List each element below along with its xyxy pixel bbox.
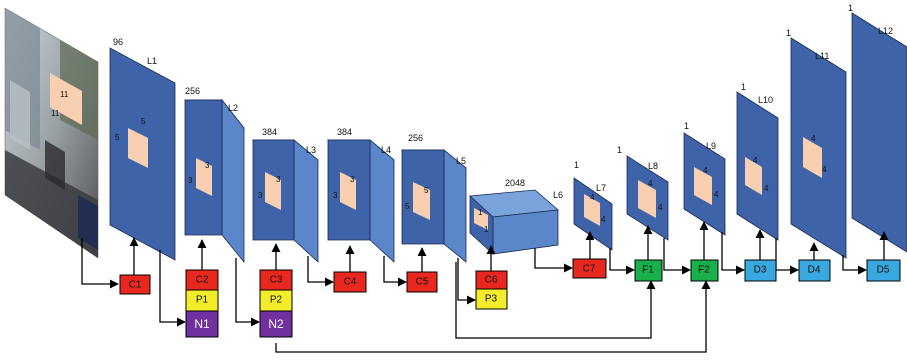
layer-l6-kernel-side: 1 — [484, 225, 489, 234]
svg-text:F1: F1 — [642, 265, 654, 276]
layer-l8: 1 L8 4 4 — [617, 145, 669, 241]
svg-text:N2: N2 — [268, 317, 284, 331]
layer-l1: 96 L1 5 5 — [109, 37, 176, 261]
layer-l9-depth: 1 — [684, 121, 689, 131]
svg-text:D4: D4 — [808, 265, 821, 276]
layer-l2-kernel-top: 3 — [205, 161, 210, 170]
layer-l11-name: L11 — [815, 51, 829, 61]
svg-text:C1: C1 — [129, 280, 142, 291]
op-n1: N1 — [185, 310, 219, 338]
svg-text:D5: D5 — [877, 265, 890, 276]
layer-l8-name: L8 — [648, 161, 658, 171]
layer-l11: 1 L11 4 4 — [786, 28, 847, 259]
op-p3: P3 — [475, 288, 508, 310]
layer-l6: 2048 L6 1 1 — [469, 178, 563, 255]
layer-l9: 1 L9 4 4 — [683, 121, 726, 236]
op-f1: F1 — [634, 259, 663, 282]
svg-text:C5: C5 — [416, 277, 429, 288]
svg-text:C3: C3 — [270, 275, 283, 286]
layer-l1-depth: 96 — [113, 37, 123, 47]
layer-l8-kernel-top: 4 — [648, 179, 653, 188]
layer-l6-name: L6 — [553, 190, 563, 200]
svg-text:C4: C4 — [344, 277, 357, 288]
layer-l10-name: L10 — [758, 95, 773, 105]
layer-l1-name: L1 — [147, 56, 157, 66]
layer-l2: 256 L2 3 3 — [184, 86, 245, 264]
op-c5: C5 — [406, 271, 438, 293]
layer-l3-name: L3 — [306, 145, 316, 155]
layer-l7-kernel-top: 4 — [590, 193, 595, 202]
op-c4: C4 — [333, 271, 367, 293]
svg-text:C6: C6 — [485, 275, 498, 286]
op-d4: D4 — [798, 259, 831, 282]
op-p2: P2 — [259, 289, 293, 312]
layer-l12-name: L12 — [878, 26, 893, 36]
layer-l10-kernel-side: 4 — [764, 184, 769, 193]
layer-l1-kernel-side: 5 — [115, 133, 120, 142]
layer-l2-kernel-side: 3 — [188, 176, 193, 185]
svg-text:C7: C7 — [583, 264, 596, 275]
op-p1: P1 — [185, 289, 219, 312]
layer-l10-depth: 1 — [741, 82, 746, 92]
layer-l9-kernel-side: 4 — [714, 190, 719, 199]
svg-text:C2: C2 — [196, 275, 209, 286]
svg-text:N1: N1 — [194, 317, 210, 331]
layer-l1-kernel-top: 5 — [141, 117, 146, 126]
layer-l12-depth: 1 — [848, 3, 853, 13]
layer-l7-name: L7 — [596, 183, 606, 193]
layer-l11-kernel-side: 4 — [822, 165, 827, 174]
layer-l7-kernel-side: 4 — [601, 215, 606, 224]
input-image: 11 11 — [4, 7, 99, 259]
layer-l7-depth: 1 — [574, 160, 579, 170]
svg-text:P1: P1 — [196, 295, 209, 306]
layer-l3-kernel-side: 3 — [258, 191, 263, 200]
layer-l12: 1 L12 — [848, 3, 907, 253]
layer-l11-depth: 1 — [786, 28, 791, 38]
layer-l9-name: L9 — [706, 141, 716, 151]
op-f2: F2 — [690, 259, 719, 282]
op-c6: C6 — [475, 270, 508, 290]
layer-l8-kernel-side: 4 — [658, 203, 663, 212]
layer-l10-kernel-top: 4 — [753, 156, 758, 165]
op-n2: N2 — [259, 310, 293, 338]
photo-kernel — [50, 73, 82, 125]
photo-kernel-label-top: 11 — [60, 90, 69, 99]
layer-l5: 256 L5 5 5 — [400, 133, 468, 263]
layer-l11-kernel-top: 4 — [811, 134, 816, 143]
layer-l7: 1 L7 4 4 — [573, 160, 613, 251]
layer-l3-depth: 384 — [262, 127, 277, 137]
layer-l10: 1 L10 4 4 — [736, 82, 779, 241]
op-c7: C7 — [572, 258, 607, 279]
op-c3: C3 — [259, 269, 293, 291]
svg-text:D3: D3 — [754, 265, 767, 276]
layer-l5-name: L5 — [456, 156, 466, 166]
svg-text:P3: P3 — [485, 294, 498, 305]
op-d5: D5 — [866, 259, 901, 282]
svg-text:P2: P2 — [270, 295, 283, 306]
layer-l3: 384 L3 3 3 — [251, 127, 320, 263]
layer-l6-kernel-top: 1 — [478, 208, 483, 217]
layer-l2-name: L2 — [228, 103, 238, 113]
layer-l5-depth: 256 — [408, 133, 423, 143]
layer-l9-kernel-top: 4 — [703, 166, 708, 175]
svg-text:F2: F2 — [698, 265, 710, 276]
layer-l2-depth: 256 — [185, 86, 200, 96]
connections — [81, 221, 889, 353]
layer-l5-kernel-side: 5 — [405, 202, 410, 211]
layer-l5-kernel-top: 5 — [424, 186, 429, 195]
photo-kernel-label-side: 11 — [51, 109, 60, 118]
layer-l4-kernel-side: 3 — [333, 191, 338, 200]
layer-l4: 384 L4 3 3 — [326, 127, 396, 263]
op-c2: C2 — [185, 269, 219, 291]
layer-l4-depth: 384 — [337, 127, 352, 137]
layer-l4-name: L4 — [381, 145, 391, 155]
layer-l3-kernel-top: 3 — [276, 175, 281, 184]
layer-l8-depth: 1 — [617, 145, 622, 155]
layer-l4-kernel-top: 3 — [350, 175, 355, 184]
layer-l6-depth: 2048 — [505, 178, 525, 188]
op-d3: D3 — [744, 259, 777, 282]
op-c1: C1 — [119, 274, 151, 295]
